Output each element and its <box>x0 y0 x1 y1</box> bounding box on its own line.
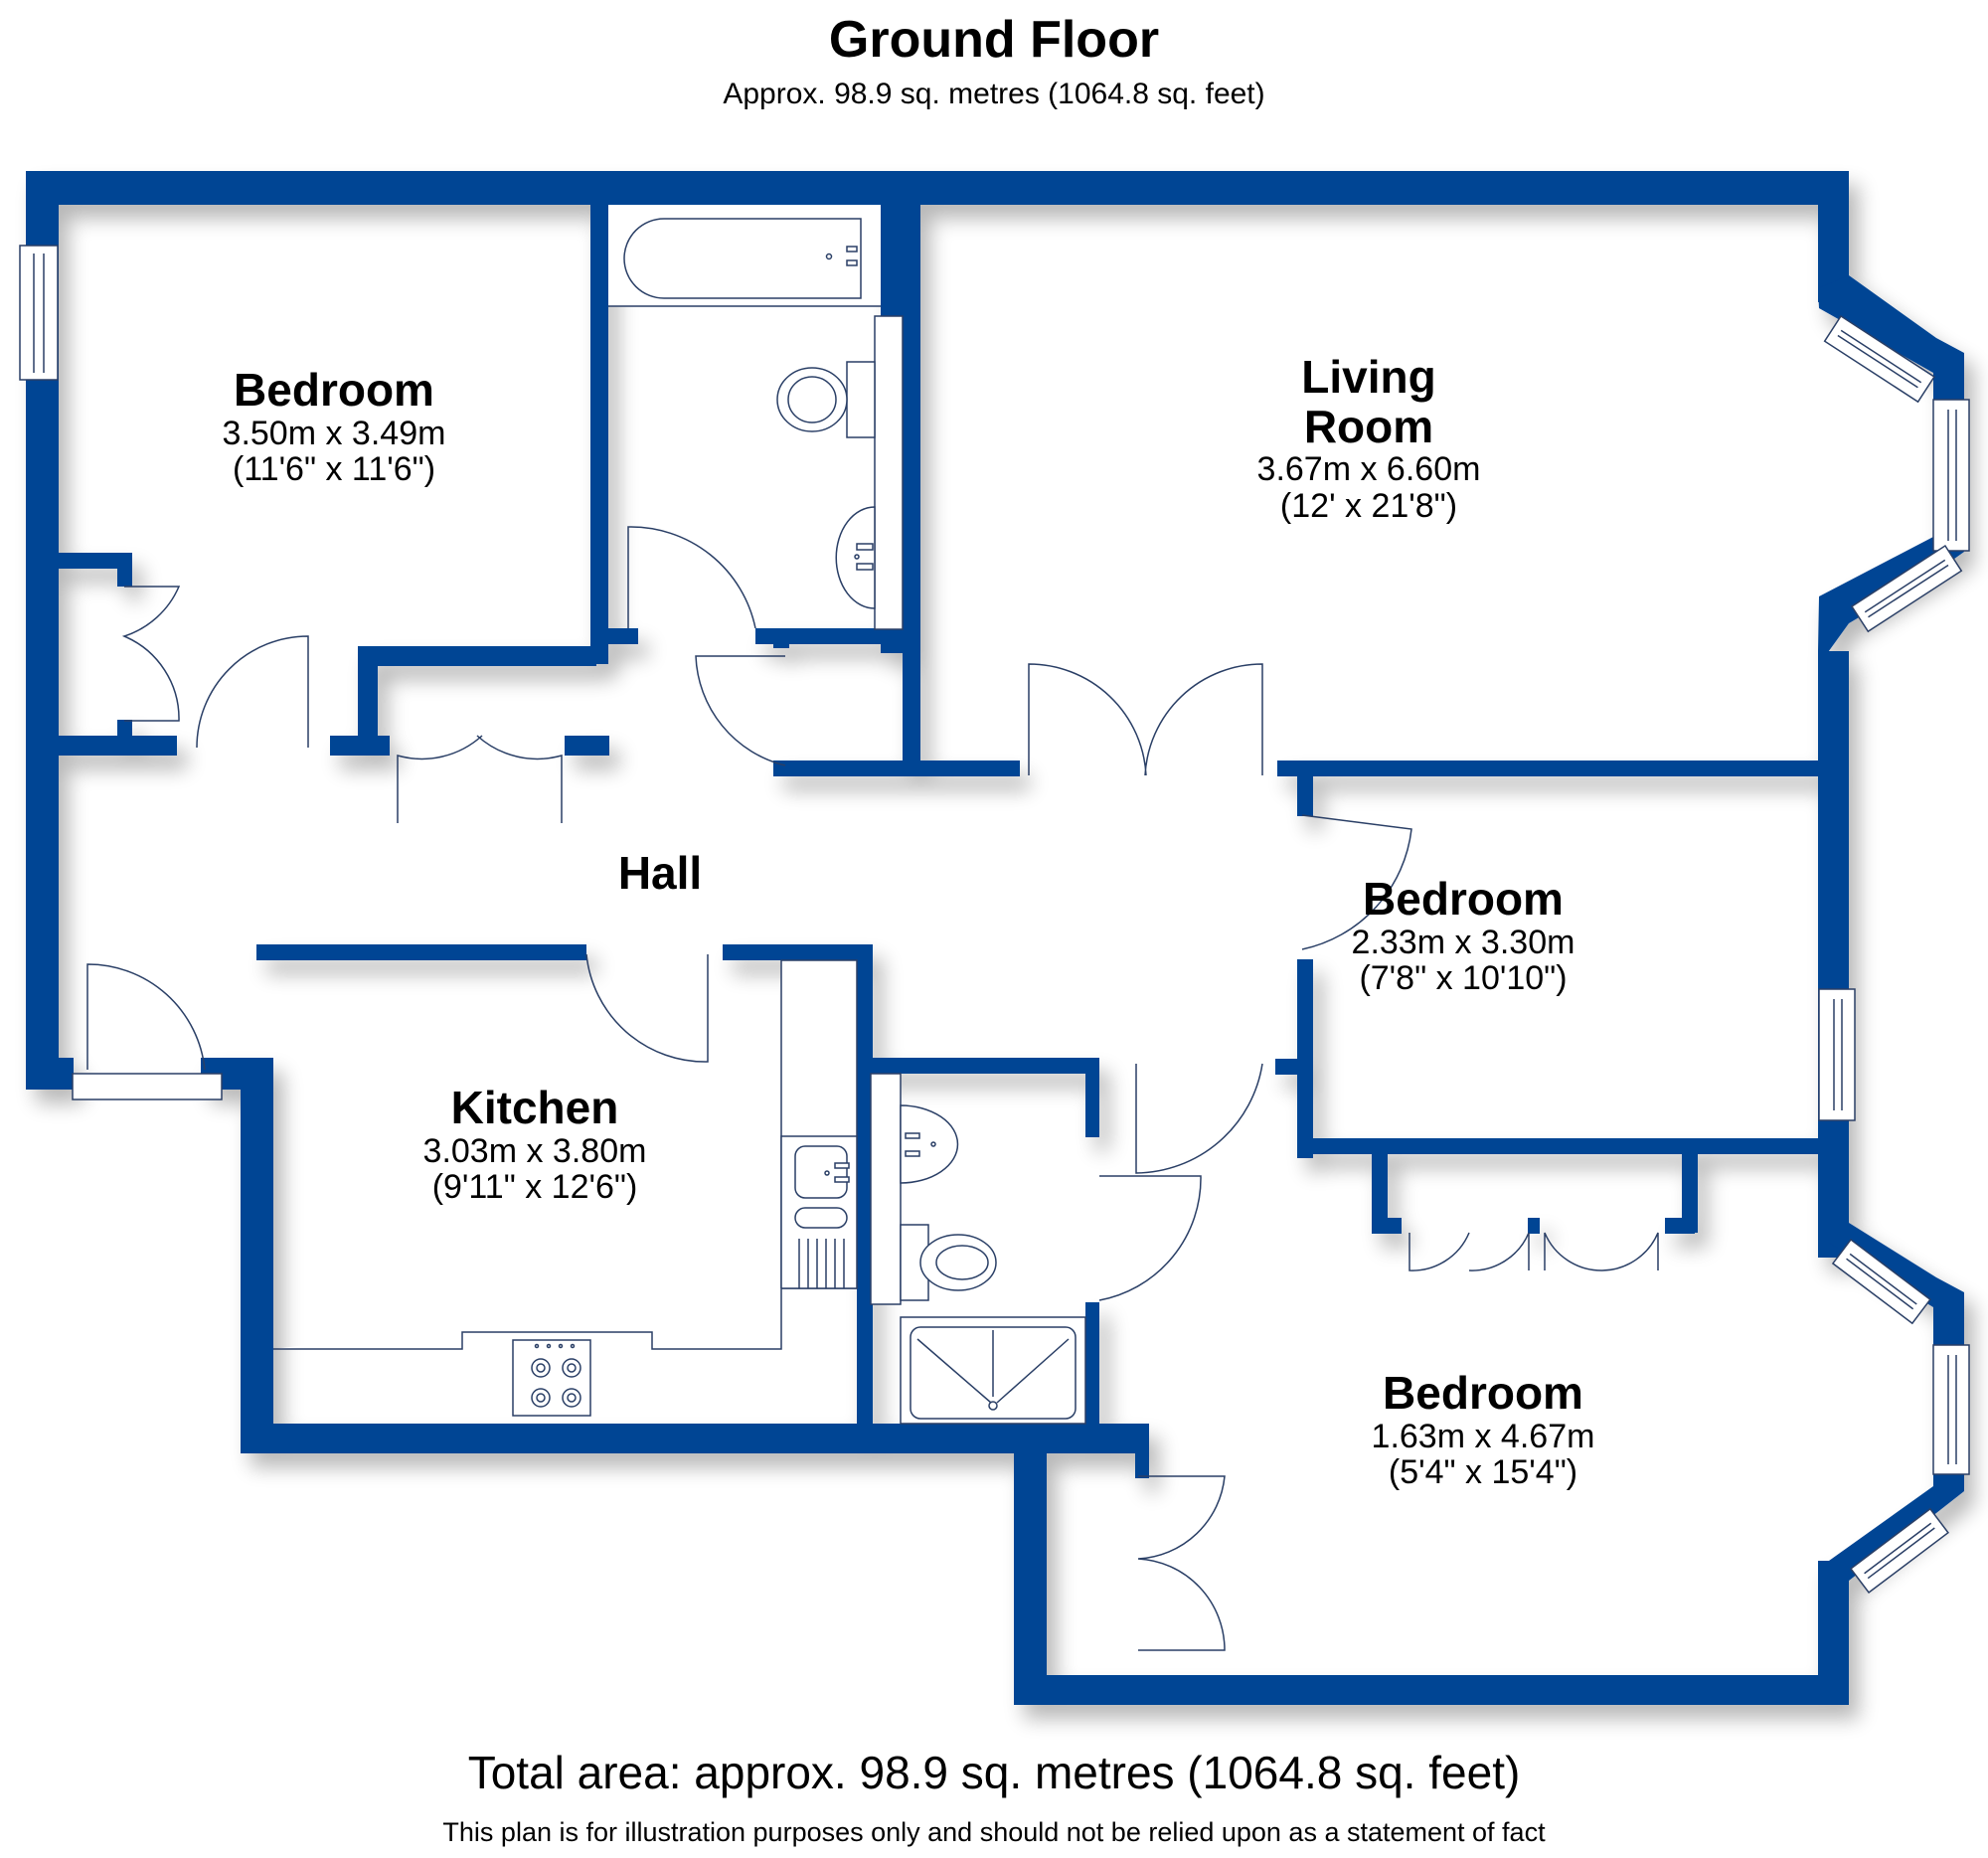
bathtub-icon <box>623 218 862 299</box>
toilet-cistern <box>846 361 876 438</box>
room-bedroom-3: Bedroom 1.63m x 4.67m (5'4" x 15'4") <box>1334 1367 1632 1492</box>
room-dimensions-imperial: (5'4" x 15'4") <box>1388 1453 1578 1492</box>
window-bedroom-2 <box>1818 988 1856 1121</box>
wc-cistern <box>900 1224 929 1301</box>
room-dimensions-metric: 3.67m x 6.60m <box>1256 450 1481 489</box>
room-name: Bedroom <box>1383 1367 1583 1419</box>
room-dimensions-imperial: (7'8" x 10'10") <box>1359 959 1568 998</box>
room-bedroom-2: Bedroom 2.33m x 3.30m (7'8" x 10'10") <box>1314 873 1612 998</box>
window-bedroom-1 <box>19 245 59 381</box>
door-kitchen <box>585 953 709 1063</box>
room-name: Hall <box>617 847 703 899</box>
kitchen-counter-bottom <box>273 1288 782 1350</box>
room-name: Bedroom <box>234 364 434 416</box>
floor-area-subtitle: Approx. 98.9 sq. metres (1064.8 sq. feet… <box>723 78 1265 110</box>
window-bedroom-3-bay-lower <box>1849 1507 1949 1595</box>
door-bedroom-1 <box>196 635 309 749</box>
room-kitchen: Kitchen 3.03m x 3.80m (9'11" x 12'6") <box>386 1082 684 1207</box>
door-bedroom-3-cupboard <box>1137 1475 1226 1651</box>
door-front-entrance <box>86 963 206 1071</box>
disclaimer: This plan is for illustration purposes o… <box>442 1817 1546 1847</box>
doors <box>86 526 1659 1651</box>
floor-title: Ground Floor <box>828 11 1160 69</box>
door-hall-wc <box>1135 1063 1263 1174</box>
door-hall-cupboard <box>397 735 563 823</box>
door-bathroom-inner <box>695 655 786 766</box>
room-name-line1: Living <box>1301 351 1436 403</box>
kitchen-sink-icon <box>794 1145 848 1199</box>
room-hall: Hall <box>561 847 759 899</box>
door-bathroom <box>627 526 756 629</box>
room-name: Bedroom <box>1363 873 1564 925</box>
door-shower-room <box>1098 1175 1202 1301</box>
fixtures <box>273 205 1086 1425</box>
room-name: Kitchen <box>450 1082 619 1133</box>
front-door-threshold <box>72 1073 223 1100</box>
room-dimensions-metric: 3.03m x 3.80m <box>422 1131 647 1170</box>
door-bedroom-1-wardrobe <box>121 586 181 722</box>
window-bedroom-3-bay-center <box>1932 1344 1970 1475</box>
room-dimensions-metric: 3.50m x 3.49m <box>222 414 446 452</box>
door-living-room <box>1028 663 1263 776</box>
room-dimensions-imperial: (11'6" x 11'6") <box>232 450 436 489</box>
window-living-bay-center <box>1932 399 1970 552</box>
door-bedroom-2 <box>1301 814 1412 950</box>
window-bedroom-3-bay-upper <box>1831 1238 1931 1325</box>
door-bedroom-3-wardrobe <box>1408 1232 1659 1271</box>
room-dimensions-imperial: (9'11" x 12'6") <box>431 1168 638 1207</box>
total-area: Total area: approx. 98.9 sq. metres (106… <box>467 1747 1521 1798</box>
windows <box>19 245 1970 1595</box>
room-dimensions-metric: 2.33m x 3.30m <box>1351 923 1575 961</box>
wc-basin-icon <box>900 1104 959 1184</box>
room-name-line2: Room <box>1303 400 1434 452</box>
room-living-room: Living Room 3.67m x 6.60m (12' x 21'8") <box>1220 351 1518 526</box>
room-bedroom-1: Bedroom 3.50m x 3.49m (11'6" x 11'6") <box>185 364 483 489</box>
room-dimensions-metric: 1.63m x 4.67m <box>1371 1417 1595 1455</box>
hob-icon <box>512 1339 591 1417</box>
room-dimensions-imperial: (12' x 21'8") <box>1279 487 1458 526</box>
